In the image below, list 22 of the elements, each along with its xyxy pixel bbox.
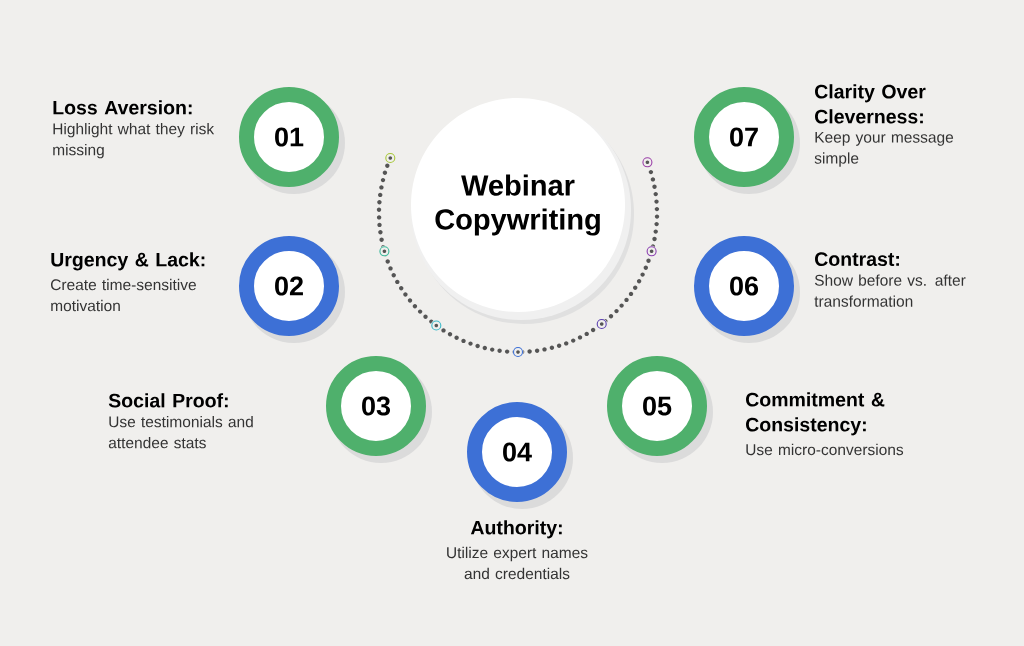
heading: Social Proof: <box>108 393 228 408</box>
number-badge: 02 <box>239 236 345 343</box>
heading: Authority: <box>470 520 562 539</box>
number-badge: 06 <box>694 236 800 343</box>
description: Create time-sensitive motivation <box>51 278 196 312</box>
description: Utilize expert names and credentials <box>447 546 588 580</box>
number-badge: 03 <box>326 356 432 463</box>
description: Highlight what they risk missing <box>53 122 215 159</box>
number-badge: 01 <box>239 87 345 194</box>
description: Use testimonials and attendee stats <box>108 415 253 449</box>
description: Show before vs. after transformation <box>814 274 966 307</box>
heading: Urgency & Lack: <box>51 252 205 271</box>
description: Use micro-conversions <box>746 443 904 456</box>
heading: Clarity Over Cleverness: <box>815 84 926 124</box>
heading: Commitment & Consistency: <box>746 392 885 436</box>
heading: Loss Aversion: <box>53 100 192 115</box>
node-label: Webinar Copywriting <box>435 174 600 236</box>
description: Keep your message simple <box>814 131 954 167</box>
number-badge: 07 <box>694 87 800 194</box>
heading: Contrast: <box>815 252 899 266</box>
number-badge: 04 <box>467 402 573 509</box>
number-badge: 05 <box>607 356 713 463</box>
